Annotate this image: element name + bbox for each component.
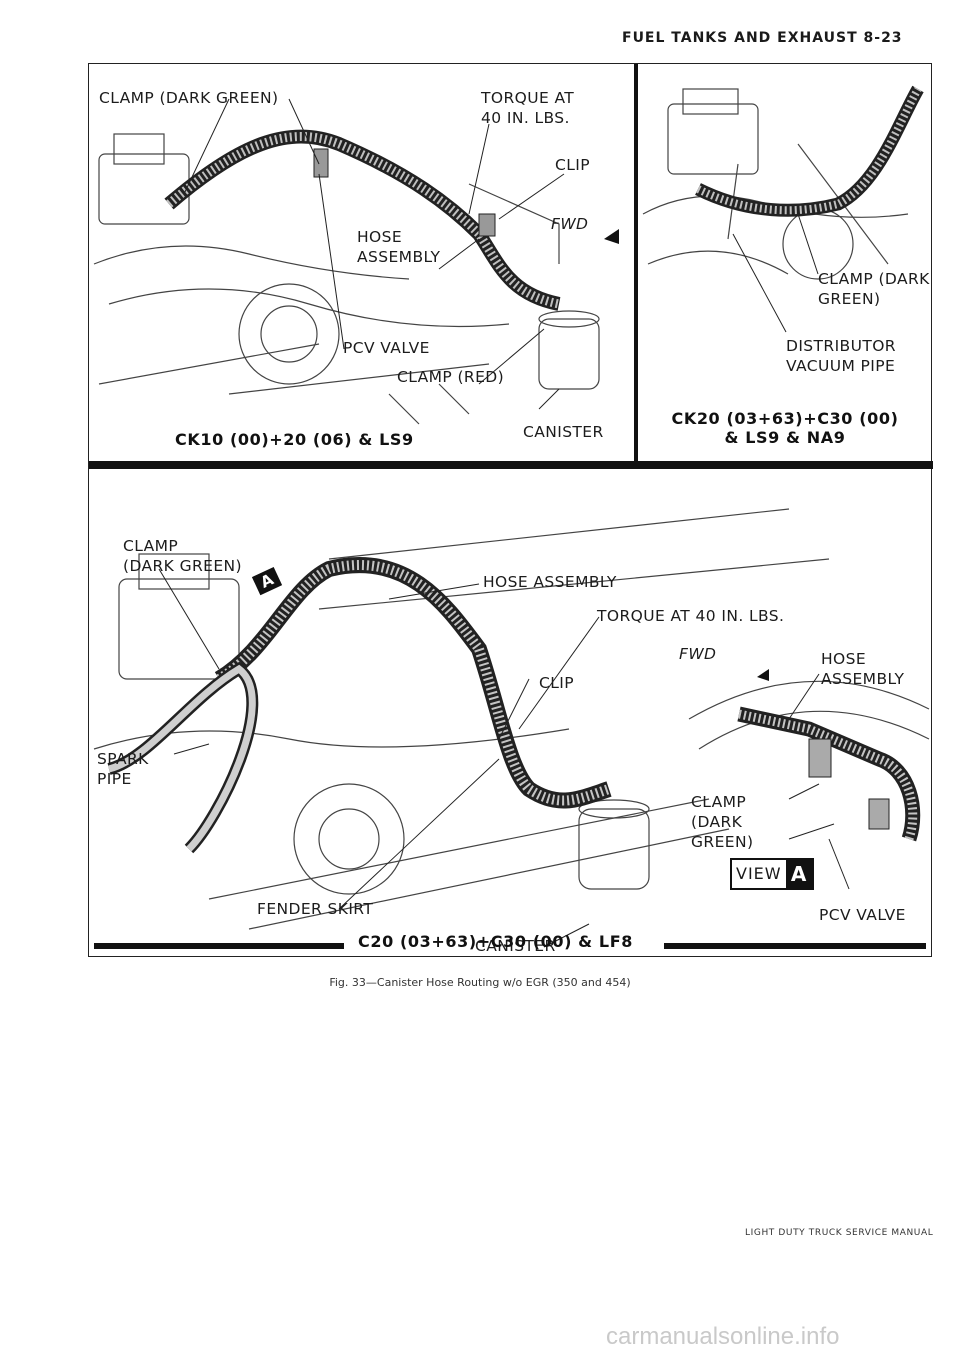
label-fwd: FWD	[551, 215, 589, 233]
label-clamp-dark-green: CLAMP (DARK GREEN)	[99, 89, 279, 107]
horizontal-divider	[89, 461, 933, 469]
label-clamp-dark-green-2: CLAMP (DARK GREEN)	[691, 793, 754, 851]
caption-rule-right	[664, 943, 926, 949]
label-fender-skirt: FENDER SKIRT	[257, 900, 374, 918]
watermark: carmanualsonline.info	[606, 1323, 840, 1350]
label-canister: CANISTER	[523, 423, 604, 441]
label-pcv-valve-bottom: PCV VALVE	[819, 906, 906, 924]
label-clip: CLIP	[555, 156, 590, 174]
label-clamp-dark-green-right: CLAMP (DARK GREEN)	[818, 270, 930, 308]
label-pcv-valve: PCV VALVE	[343, 339, 430, 357]
caption-bottom: C20 (03+63)+C30 (00) & LF8	[358, 932, 633, 951]
label-clamp-red: CLAMP (RED)	[397, 368, 505, 386]
label-spark-pipe: SPARK PIPE	[97, 750, 149, 788]
label-torque: TORQUE AT 40 IN. LBS.	[481, 89, 575, 127]
caption-rule-left	[94, 943, 344, 949]
panel-top-left: CLAMP (DARK GREEN) TORQUE AT 40 IN. LBS.…	[89, 64, 634, 461]
panel-top-right: CLAMP (DARK GREEN) DISTRIBUTOR VACUUM PI…	[638, 64, 931, 461]
caption-top-left: CK10 (00)+20 (06) & LS9	[175, 430, 414, 449]
label-fwd-bottom: FWD	[679, 645, 717, 663]
panel-bottom: CLAMP (DARK GREEN) A HOSE ASSEMBLY TORQU…	[89, 469, 931, 956]
view-a-box: VIEW A	[730, 858, 814, 890]
label-clip-bottom: CLIP	[539, 674, 574, 692]
engine-illustration-bottom	[93, 508, 930, 948]
page-footer: LIGHT DUTY TRUCK SERVICE MANUAL	[745, 1228, 934, 1238]
view-letter: A	[785, 860, 812, 888]
caption-top-right: CK20 (03+63)+C30 (00) & LS9 & NA9	[671, 409, 899, 447]
label-distributor-vacuum-pipe: DISTRIBUTOR VACUUM PIPE	[786, 337, 896, 375]
view-text: VIEW	[736, 864, 782, 883]
figure-caption: Fig. 33—Canister Hose Routing w/o EGR (3…	[329, 976, 631, 989]
figure-frame: CLAMP (DARK GREEN) TORQUE AT 40 IN. LBS.…	[88, 63, 933, 957]
page-header: FUEL TANKS AND EXHAUST 8-23	[622, 30, 903, 46]
label-clamp-dark-green-bottom: CLAMP (DARK GREEN)	[123, 537, 242, 575]
label-hose-assembly-2: HOSE ASSEMBLY	[821, 650, 905, 688]
label-torque-bottom: TORQUE AT 40 IN. LBS.	[597, 607, 785, 625]
vertical-divider	[634, 64, 638, 462]
label-hose-assembly: HOSE ASSEMBLY	[357, 228, 441, 266]
engine-illustration-top-left	[93, 98, 619, 425]
engine-illustration-top-right	[642, 85, 924, 333]
label-hose-assembly-bottom: HOSE ASSEMBLY	[483, 573, 617, 591]
label-canister-bottom: CANISTER	[475, 937, 556, 955]
